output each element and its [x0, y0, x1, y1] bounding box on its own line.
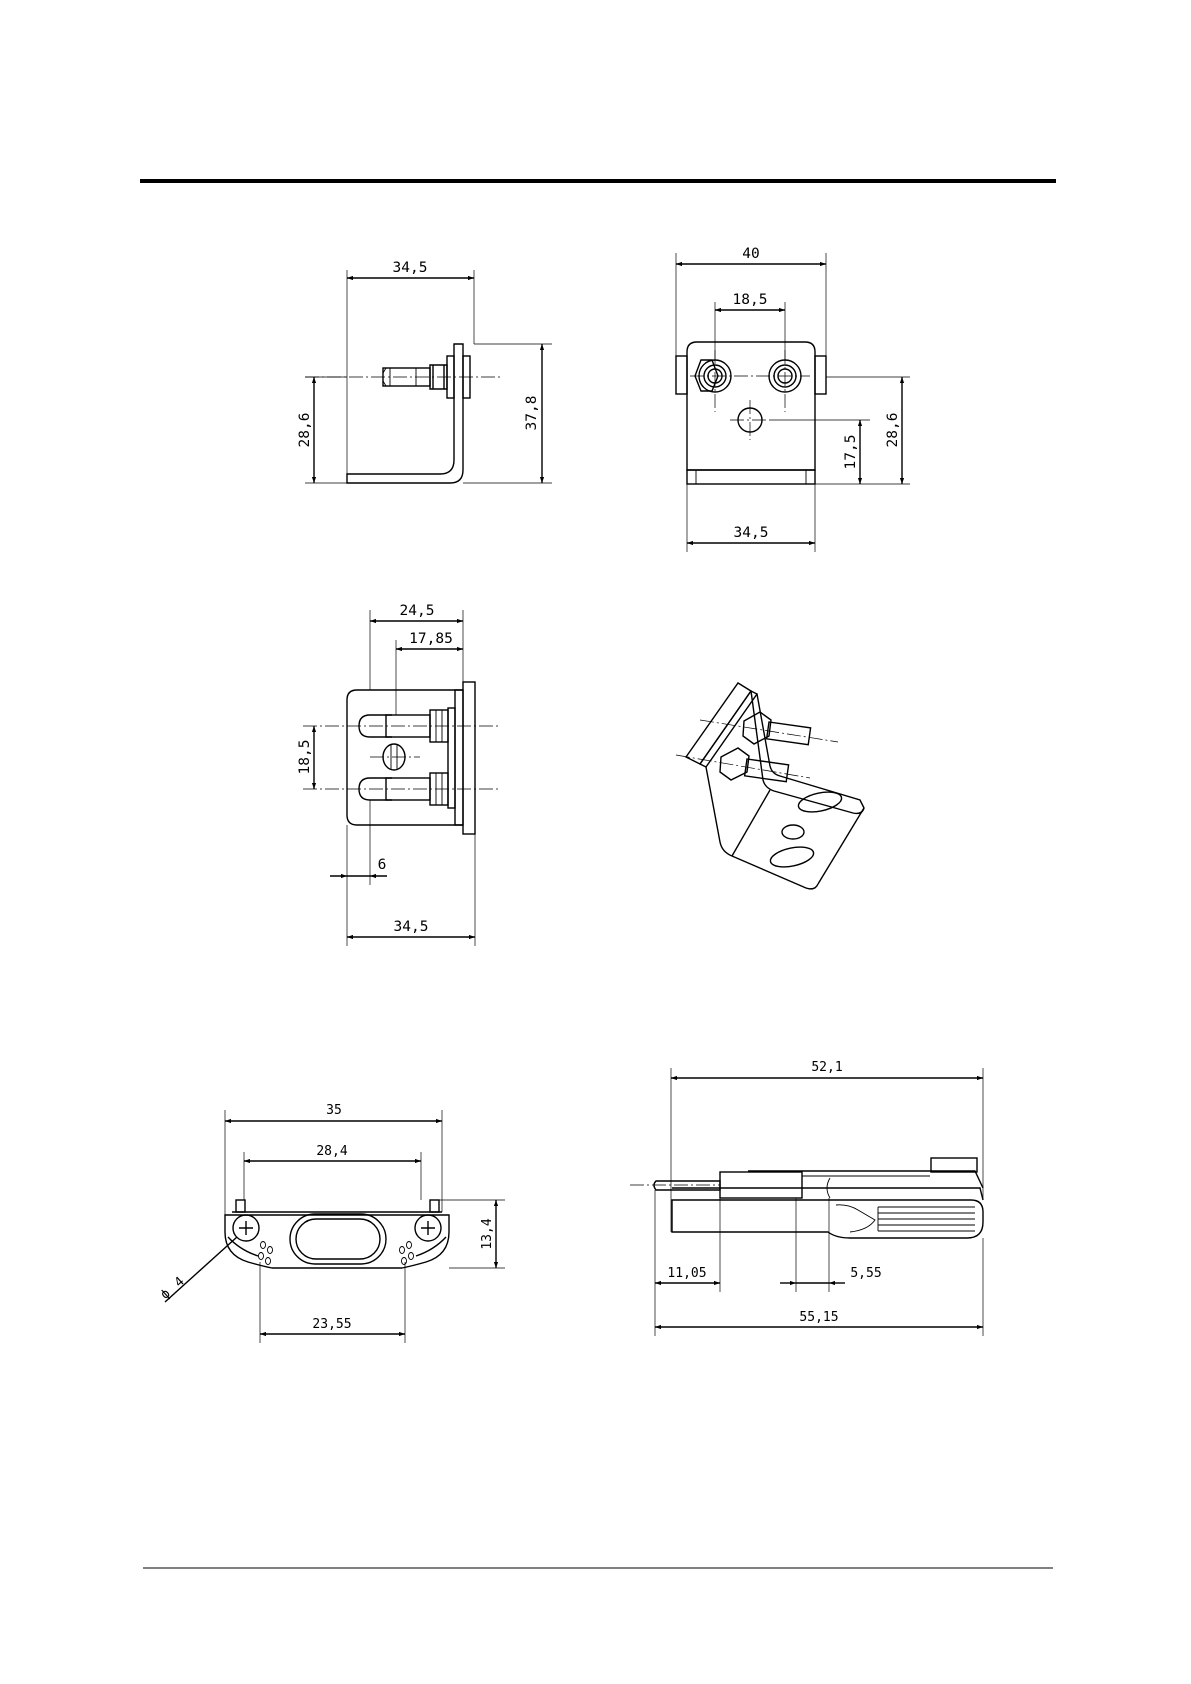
dim-diameter-symbol: ϕ — [158, 1286, 174, 1303]
grip-ribs — [878, 1207, 975, 1231]
dim-connector-overall-length: 52,1 — [811, 1060, 842, 1075]
dim-front-base-width: 34,5 — [734, 525, 769, 541]
dim-connector-overall-width: 35 — [326, 1103, 342, 1118]
dim-top-depth: 24,5 — [400, 603, 435, 619]
connector-side-view: 52,1 11,05 5,55 55,15 — [630, 1060, 983, 1336]
dim-connector-pin-offset: 11,05 — [667, 1266, 706, 1281]
dim-connector-total-length: 55,15 — [799, 1310, 838, 1325]
bracket-front-view: 40 18,5 17,5 28,6 34,5 — [676, 246, 910, 552]
dim-front-hole-height: 17,5 — [843, 435, 859, 470]
dim-front-width-total: 40 — [742, 246, 759, 262]
dim-connector-hole-spacing: 23,55 — [312, 1317, 351, 1332]
dim-side-height-axis: 28,6 — [297, 413, 313, 448]
dim-side-height-total: 37,8 — [524, 396, 540, 431]
dim-top-bolt-offset: 17,85 — [409, 631, 453, 647]
dim-top-base-width: 34,5 — [394, 919, 429, 935]
bracket-isometric-view — [676, 683, 864, 889]
dim-front-bolt-spacing: 18,5 — [733, 292, 768, 308]
dim-top-slot-offset: 6 — [378, 857, 387, 873]
dim-top-bolt-spacing: 18,5 — [297, 740, 313, 775]
bracket-side-view: 34,5 37,8 28,6 — [297, 260, 552, 483]
header-rule — [140, 179, 1056, 183]
dim-connector-flange-width: 28,4 — [316, 1144, 347, 1159]
dim-connector-shell-step: 5,55 — [850, 1266, 881, 1281]
connector-front-view: 35 28,4 13,4 23,55 ϕ 4 — [158, 1103, 505, 1343]
dim-connector-height: 13,4 — [480, 1218, 495, 1249]
bracket-top-view: 24,5 17,85 18,5 6 34,5 — [297, 603, 500, 946]
dim-connector-hole-diameter: 4 — [172, 1274, 188, 1291]
pin-dots-right — [400, 1242, 414, 1265]
dim-side-width: 34,5 — [393, 260, 428, 276]
pin-dots-left — [259, 1242, 273, 1265]
dim-front-axis-height: 28,6 — [885, 413, 901, 448]
